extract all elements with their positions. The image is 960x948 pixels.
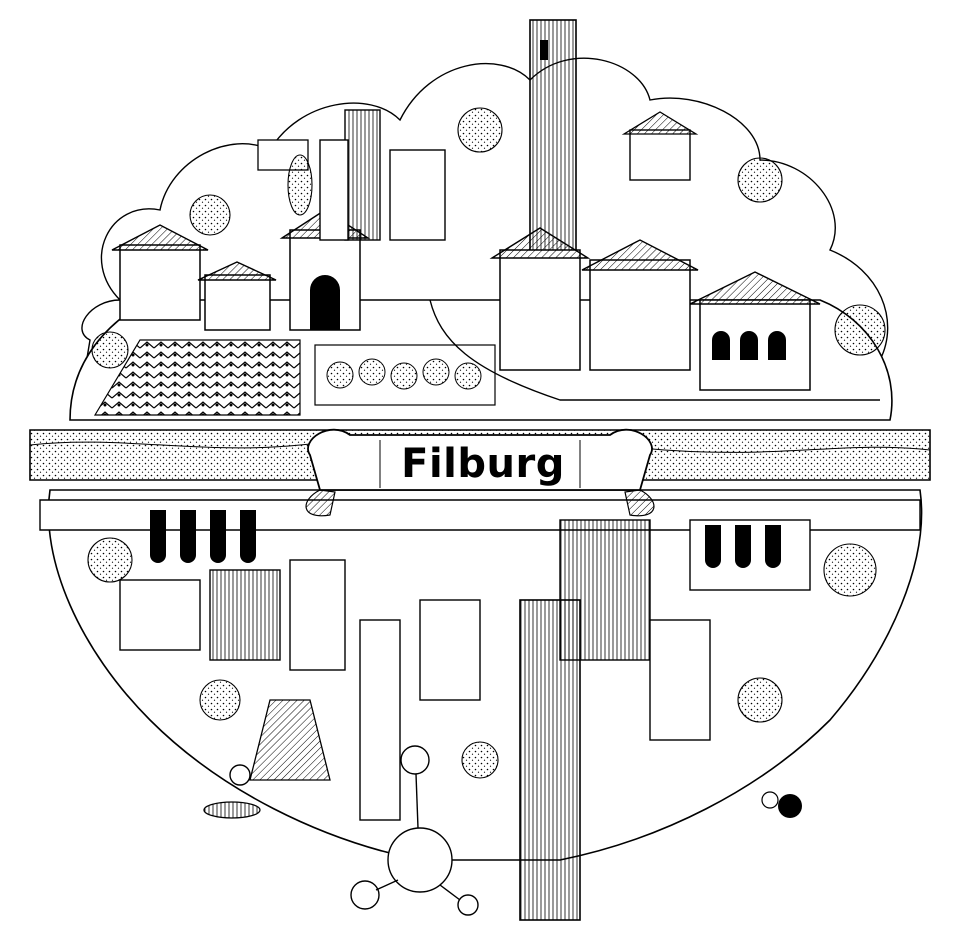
title-banner: [305, 428, 655, 517]
upper-city: [69, 19, 893, 421]
lower-city: [39, 489, 923, 921]
banner-title: Filburg: [401, 441, 565, 487]
